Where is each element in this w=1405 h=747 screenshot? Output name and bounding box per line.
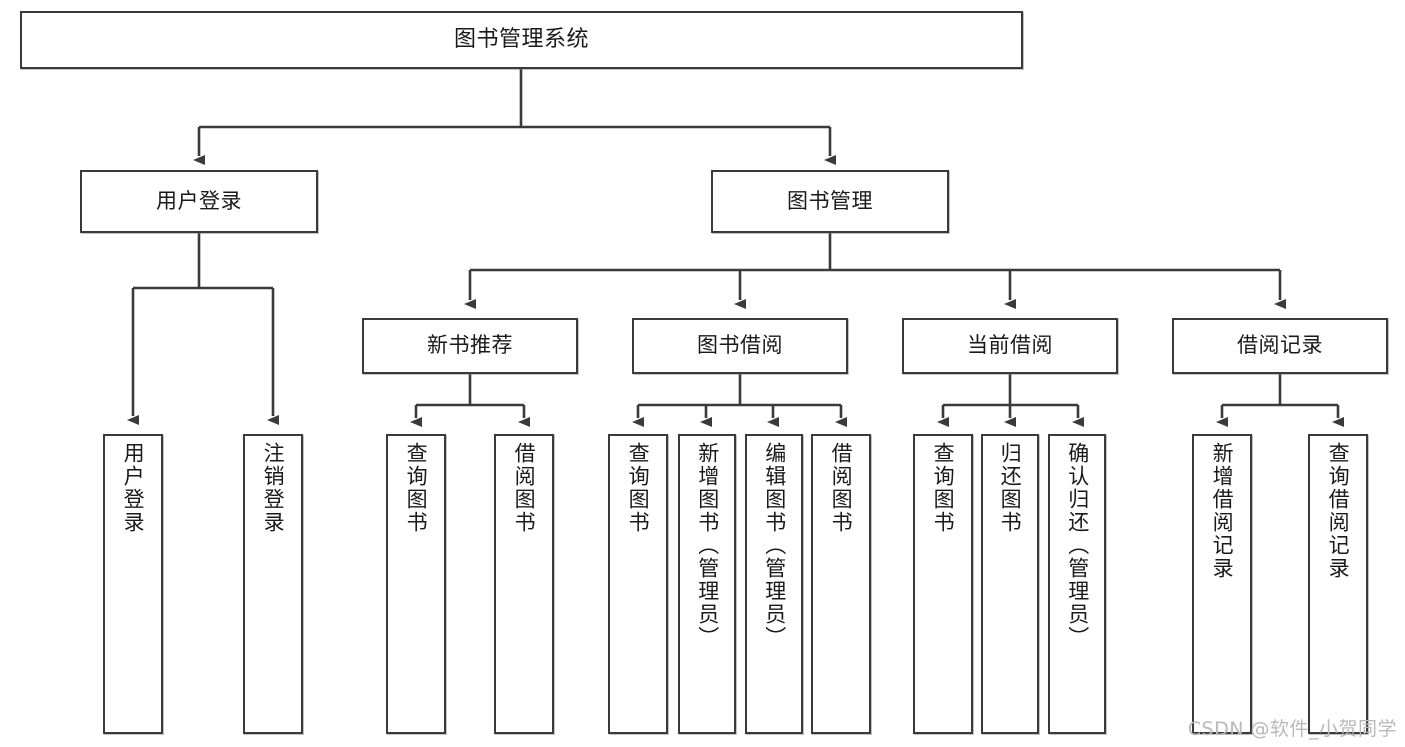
node-label: 图书管理系统: [453, 26, 589, 52]
node-leaf-confirm-return-admin[interactable]: 确认归还（管理员）: [1048, 434, 1106, 734]
node-label: 借阅记录: [1237, 333, 1323, 358]
node-label: 图书借阅: [697, 333, 783, 358]
node-label: 查询图书: [931, 442, 956, 534]
node-label: 确认归还（管理员）: [1065, 442, 1090, 649]
node-leaf-query-borrow-record[interactable]: 查询借阅记录: [1308, 434, 1368, 734]
node-label: 新增图书（管理员）: [695, 442, 720, 649]
node-leaf-logout[interactable]: 注销登录: [243, 434, 303, 734]
node-book-management[interactable]: 图书管理: [711, 170, 949, 233]
node-label: 用户登录: [121, 442, 146, 534]
node-label: 归还图书: [998, 442, 1023, 534]
node-label: 新书推荐: [427, 333, 513, 358]
node-root-system[interactable]: 图书管理系统: [20, 11, 1023, 69]
node-leaf-query-book-current[interactable]: 查询图书: [913, 434, 973, 734]
node-leaf-query-book-borrow[interactable]: 查询图书: [608, 434, 668, 734]
node-label: 编辑图书（管理员）: [762, 442, 787, 649]
node-label: 查询图书: [404, 442, 429, 534]
node-label: 借阅图书: [829, 442, 854, 534]
node-label: 查询借阅记录: [1326, 442, 1351, 580]
node-current-borrow[interactable]: 当前借阅: [902, 318, 1118, 374]
node-leaf-user-login[interactable]: 用户登录: [103, 434, 163, 734]
csdn-watermark: CSDN @软件_小贺同学: [1187, 718, 1397, 740]
node-leaf-borrow-book[interactable]: 借阅图书: [811, 434, 871, 734]
node-leaf-add-borrow-record[interactable]: 新增借阅记录: [1192, 434, 1252, 734]
node-leaf-edit-book-admin[interactable]: 编辑图书（管理员）: [745, 434, 803, 734]
node-label: 查询图书: [626, 442, 651, 534]
node-leaf-return-book[interactable]: 归还图书: [981, 434, 1039, 734]
node-label: 当前借阅: [967, 333, 1053, 358]
node-leaf-add-book-admin[interactable]: 新增图书（管理员）: [678, 434, 736, 734]
node-label: 借阅图书: [512, 442, 537, 534]
node-user-login[interactable]: 用户登录: [80, 170, 318, 233]
node-new-book-recommend[interactable]: 新书推荐: [362, 318, 578, 374]
node-label: 注销登录: [261, 442, 286, 534]
node-label: 图书管理: [787, 188, 873, 213]
node-borrow-record[interactable]: 借阅记录: [1172, 318, 1388, 374]
node-leaf-borrow-book-recommend[interactable]: 借阅图书: [494, 434, 554, 734]
node-label: 新增借阅记录: [1210, 442, 1235, 580]
node-label: 用户登录: [156, 188, 242, 213]
node-leaf-query-book-recommend[interactable]: 查询图书: [386, 434, 446, 734]
node-book-borrow[interactable]: 图书借阅: [632, 318, 848, 374]
